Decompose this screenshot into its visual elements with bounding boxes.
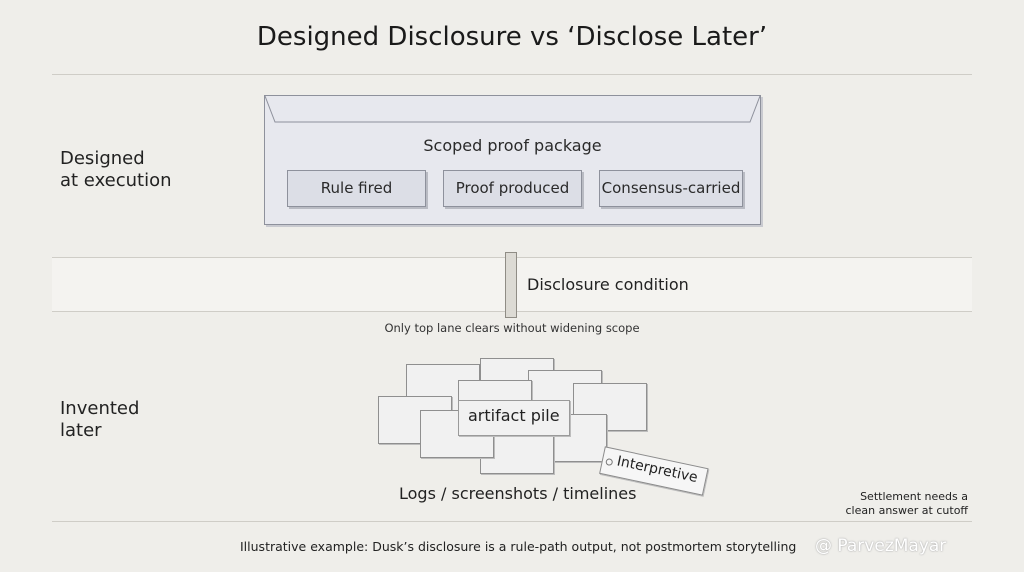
- lane-label-designed-line1: Designed: [60, 148, 145, 169]
- package-title: Scoped proof package: [423, 136, 602, 155]
- condition-gate-post: [505, 252, 517, 318]
- tag-hole-icon: [605, 457, 614, 467]
- artifact-paper: [458, 400, 570, 436]
- settlement-note-line2: clean answer at cutoff: [845, 504, 969, 517]
- lane-label-invented-line1: Invented: [60, 398, 140, 419]
- condition-label: Disclosure condition: [527, 275, 689, 294]
- lane-label-designed: Designed at execution: [60, 148, 172, 192]
- condition-caption: Only top lane clears without widening sc…: [384, 321, 640, 335]
- settlement-note: Settlement needs a clean answer at cutof…: [838, 490, 969, 518]
- artifact-pile-caption: Logs / screenshots / timelines: [399, 484, 637, 503]
- chip-rule-fired: Rule fired: [287, 170, 426, 207]
- watermark: @ ParvezMayar: [815, 536, 947, 556]
- diagram-title: Designed Disclosure vs ‘Disclose Later’: [256, 22, 768, 52]
- interpretive-tag-label: Interpretive: [615, 453, 700, 487]
- lane-label-invented: Invented later: [60, 398, 139, 442]
- footer-caption: Illustrative example: Dusk’s disclosure …: [240, 539, 797, 554]
- settlement-note-line1: Settlement needs a: [860, 490, 968, 503]
- lane-label-designed-line2: at execution: [60, 170, 172, 191]
- lane-label-invented-line2: later: [60, 420, 102, 441]
- chip-proof-produced: Proof produced: [443, 170, 582, 207]
- envelope-flap-icon: [265, 96, 760, 123]
- artifact-pile-label: artifact pile: [468, 406, 560, 425]
- chip-consensus-carried: Consensus-carried: [599, 170, 743, 207]
- divider-bottom: [52, 521, 972, 522]
- divider-top: [52, 74, 972, 75]
